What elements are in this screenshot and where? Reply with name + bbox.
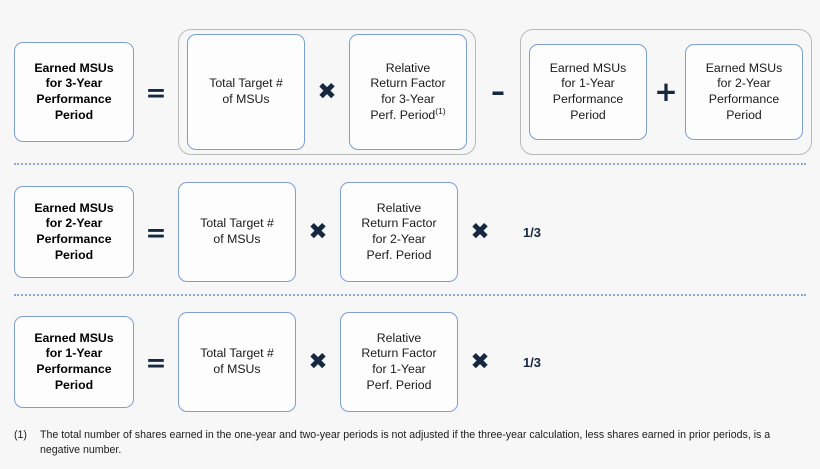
line-4: Perf. Period [370, 107, 436, 122]
line-2: for 2-Year [717, 76, 771, 91]
earned-msus-1-year-label: Earned MSUs for 1-Year Performance Perio… [34, 331, 113, 393]
line-3: Performance [552, 92, 624, 106]
row-separator-2 [14, 294, 806, 296]
line-2: for 2-Year [45, 216, 103, 231]
line-1: Relative [376, 330, 422, 345]
line-2: of MSUs [222, 92, 270, 106]
line-2: Return Factor [370, 76, 446, 91]
footnote-text: The total number of shares earned in the… [40, 429, 771, 456]
footnote-ref-icon: (1) [435, 105, 446, 116]
minus-operator: – [491, 75, 505, 108]
total-target-msus-box-3-year: Total Target # of MSUs [187, 34, 305, 150]
earned-msus-1-year-label: Earned MSUs for 1-Year Performance Perio… [550, 61, 627, 123]
earned-msus-3-year-label: Earned MSUs for 3-Year Performance Perio… [34, 61, 113, 123]
total-target-msus-box-1-year: Total Target # of MSUs [178, 312, 296, 412]
group-bracket-gross-calculation: Total Target # of MSUs ✖ Relative Return… [178, 29, 476, 155]
footnote: (1) The total number of shares earned in… [14, 428, 804, 458]
earned-msus-1-year-box: Earned MSUs for 1-Year Performance Perio… [14, 316, 134, 408]
line-1: Earned MSUs [34, 330, 114, 345]
fraction-one-third: 1/3 [522, 354, 542, 370]
formula-row-three-year: Earned MSUs for 3-Year Performance Perio… [0, 28, 820, 156]
line-3: Performance [36, 92, 112, 106]
line-2: for 3-Year [45, 76, 103, 91]
line-4: Perf. Period [366, 377, 432, 392]
total-target-msus-label: Total Target # of MSUs [200, 216, 274, 247]
line-4: Period [54, 107, 94, 122]
formula-row-two-year: Earned MSUs for 2-Year Performance Perio… [0, 176, 820, 288]
group-bracket-prior-periods: Earned MSUs for 1-Year Performance Perio… [520, 29, 812, 155]
line-4: Period [54, 247, 94, 262]
line-2: Return Factor [361, 216, 437, 231]
line-1: Total Target # [209, 76, 283, 91]
formula-row-one-year: Earned MSUs for 1-Year Performance Perio… [0, 306, 820, 418]
line-3: Performance [36, 362, 112, 376]
equals-operator: = [145, 217, 167, 247]
line-4: Period [54, 377, 94, 392]
multiply-operator-2: ✖ [470, 348, 490, 375]
equals-operator: = [145, 77, 167, 107]
relative-return-factor-label: Relative Return Factor for 3-Year Perf. … [370, 61, 445, 123]
multiply-operator-1: ✖ [308, 218, 328, 245]
line-2: of MSUs [213, 362, 261, 376]
equals-operator: = [145, 347, 167, 377]
line-1: Total Target # [200, 216, 274, 231]
line-3: for 2-Year [372, 232, 426, 246]
multiply-operator-1: ✖ [308, 348, 328, 375]
line-3: Performance [36, 232, 112, 246]
plus-operator: + [654, 75, 678, 108]
relative-return-factor-3-year-box: Relative Return Factor for 3-Year Perf. … [349, 34, 467, 150]
relative-return-factor-label: Relative Return Factor for 2-Year Perf. … [361, 201, 436, 263]
relative-return-factor-2-year-box: Relative Return Factor for 2-Year Perf. … [340, 182, 458, 282]
earned-msus-2-year-subtract-box: Earned MSUs for 2-Year Performance Perio… [685, 44, 803, 140]
line-1: Earned MSUs [34, 60, 114, 75]
line-2: Return Factor [361, 346, 437, 361]
row-separator-1 [14, 163, 806, 165]
line-1: Earned MSUs [549, 60, 627, 75]
earned-msus-2-year-label: Earned MSUs for 2-Year Performance Perio… [34, 201, 113, 263]
line-3: Performance [708, 92, 780, 106]
line-4: Period [570, 107, 606, 122]
multiply-operator-2: ✖ [470, 218, 490, 245]
relative-return-factor-1-year-box: Relative Return Factor for 1-Year Perf. … [340, 312, 458, 412]
line-1: Relative [385, 60, 431, 75]
total-target-msus-box-2-year: Total Target # of MSUs [178, 182, 296, 282]
line-2: for 1-Year [45, 346, 103, 361]
earned-msus-1-year-subtract-box: Earned MSUs for 1-Year Performance Perio… [529, 44, 647, 140]
line-2: of MSUs [213, 232, 261, 246]
earned-msus-2-year-label: Earned MSUs for 2-Year Performance Perio… [706, 61, 783, 123]
line-1: Total Target # [200, 346, 274, 361]
line-4: Period [726, 107, 762, 122]
fraction-one-third: 1/3 [522, 224, 542, 240]
earned-msus-3-year-box: Earned MSUs for 3-Year Performance Perio… [14, 42, 134, 142]
line-1: Earned MSUs [34, 200, 114, 215]
earned-msus-2-year-box: Earned MSUs for 2-Year Performance Perio… [14, 186, 134, 278]
relative-return-factor-label: Relative Return Factor for 1-Year Perf. … [361, 331, 436, 393]
line-3: for 1-Year [372, 362, 426, 376]
line-2: for 1-Year [561, 76, 615, 91]
line-4: Perf. Period [366, 247, 432, 262]
line-3: for 3-Year [381, 92, 435, 106]
footnote-marker: (1) [14, 429, 27, 441]
line-1: Earned MSUs [705, 60, 783, 75]
total-target-msus-label: Total Target # of MSUs [200, 346, 274, 377]
multiply-operator: ✖ [317, 78, 337, 105]
line-1: Relative [376, 200, 422, 215]
total-target-msus-label: Total Target # of MSUs [209, 76, 283, 107]
